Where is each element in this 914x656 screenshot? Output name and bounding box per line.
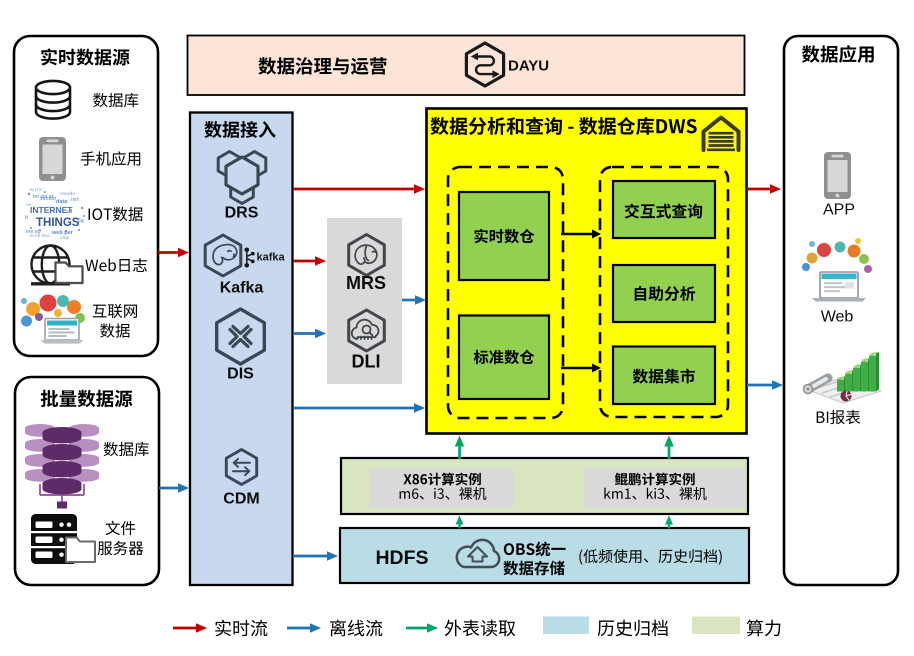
svg-text:on: on [26, 202, 32, 207]
svg-text:cloud: cloud [60, 191, 72, 196]
svg-text:THINGS: THINGS [36, 217, 80, 229]
svg-text:HDFS: HDFS [375, 547, 428, 569]
svg-text:chip: chip [60, 235, 70, 240]
svg-text:Web: Web [821, 309, 854, 326]
svg-text:net: net [71, 197, 79, 203]
svg-text:MRS: MRS [346, 273, 386, 293]
svg-text:im api at: im api at [33, 194, 54, 200]
svg-text:web per: web per [51, 230, 74, 236]
svg-text:INTERNET: INTERNET [30, 205, 73, 215]
svg-text:5g: 5g [78, 218, 84, 224]
svg-text:w rt k: w rt k [29, 187, 42, 192]
svg-text:io: io [71, 191, 75, 196]
svg-text:CDM: CDM [223, 491, 259, 508]
svg-text:ai ml box: ai ml box [30, 233, 50, 238]
svg-text:it: it [25, 215, 28, 221]
svg-text:DIS: DIS [227, 366, 254, 383]
svg-text:kafka: kafka [257, 252, 286, 264]
svg-text:Kafka: Kafka [220, 280, 264, 297]
svg-text:data: data [56, 199, 68, 205]
svg-text:of: of [67, 209, 72, 215]
svg-text:DRS: DRS [225, 205, 259, 222]
svg-text:DLI: DLI [352, 352, 381, 372]
svg-text:sensor: sensor [40, 196, 56, 202]
svg-text:me up: me up [26, 229, 41, 235]
svg-text:APP: APP [823, 202, 855, 219]
svg-text:DAYU: DAYU [508, 58, 549, 75]
